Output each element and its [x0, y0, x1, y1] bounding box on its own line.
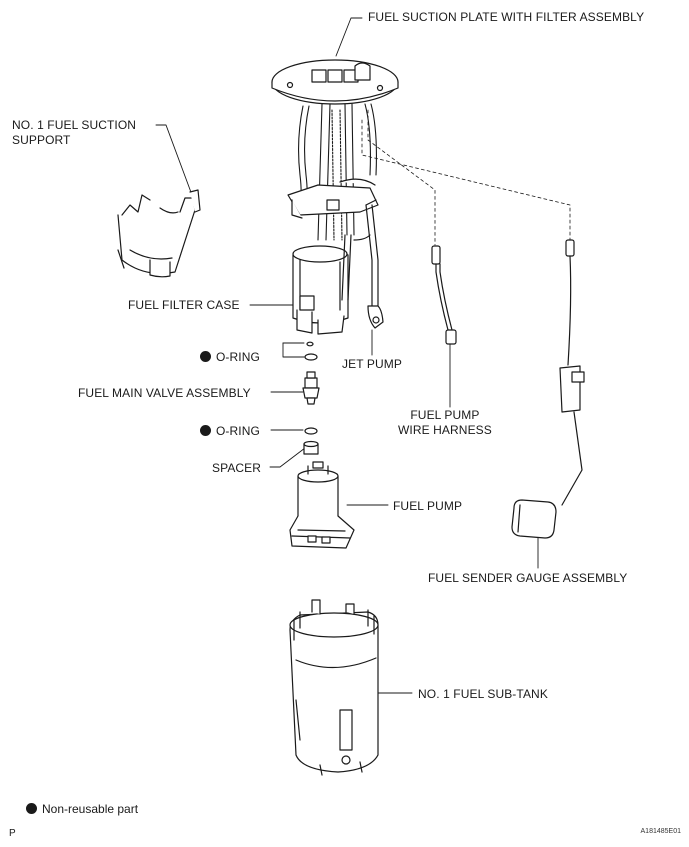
o-ring-lower [304, 427, 318, 435]
spacer [303, 440, 319, 455]
label-spacer: SPACER [212, 461, 262, 475]
label-fuel-main-valve: FUEL MAIN VALVE ASSEMBLY [78, 386, 251, 400]
label-wire-harness-line2: WIRE HARNESS [398, 423, 492, 437]
fuel-filter-case [292, 245, 349, 335]
leader-lines [155, 17, 539, 694]
label-fuel-sub-tank: NO. 1 FUEL SUB-TANK [418, 687, 548, 701]
label-o-ring-lower-text: O-RING [216, 424, 260, 438]
jet-pump [341, 199, 384, 329]
non-reusable-bullet-icon [26, 803, 37, 814]
fuel-main-valve [302, 371, 320, 405]
wire-harness [431, 245, 457, 345]
legend: Non-reusable part [26, 802, 138, 816]
pump-bracket [287, 178, 379, 219]
label-fuel-sender-gauge: FUEL SENDER GAUGE ASSEMBLY [428, 571, 628, 585]
label-fuel-suction-support-line1: NO. 1 FUEL SUCTION [12, 118, 137, 132]
fuel-pump [289, 461, 355, 549]
label-o-ring-upper: O-RING [200, 350, 260, 365]
figure-id: A181485E01 [640, 828, 681, 835]
label-fuel-suction-plate: FUEL SUCTION PLATE WITH FILTER ASSEMBLY [368, 10, 645, 24]
label-fuel-suction-support-line2: SUPPORT [12, 133, 71, 147]
non-reusable-bullet-icon [200, 425, 211, 436]
label-fuel-suction-support: NO. 1 FUEL SUCTION SUPPORT [12, 118, 136, 148]
dashed-connectors [361, 109, 571, 246]
fuel-sub-tank [289, 599, 379, 776]
label-wire-harness-line1: FUEL PUMP [410, 408, 480, 422]
label-fuel-pump: FUEL PUMP [393, 499, 463, 513]
label-o-ring-lower: O-RING [200, 424, 260, 439]
footer-left-code: P [9, 828, 16, 839]
legend-text: Non-reusable part [42, 802, 139, 816]
non-reusable-bullet-icon [200, 351, 211, 362]
fuel-sender-gauge [511, 239, 585, 539]
fuel-suction-support [117, 189, 201, 278]
label-o-ring-upper-text: O-RING [216, 350, 260, 364]
plate-hoses [297, 103, 377, 241]
label-jet-pump: JET PUMP [342, 357, 402, 371]
label-fuel-pump-wire-harness: FUEL PUMP WIRE HARNESS [398, 408, 492, 438]
label-fuel-filter-case: FUEL FILTER CASE [128, 298, 240, 312]
o-ring-upper [304, 341, 318, 361]
fuel-suction-plate [271, 59, 399, 105]
